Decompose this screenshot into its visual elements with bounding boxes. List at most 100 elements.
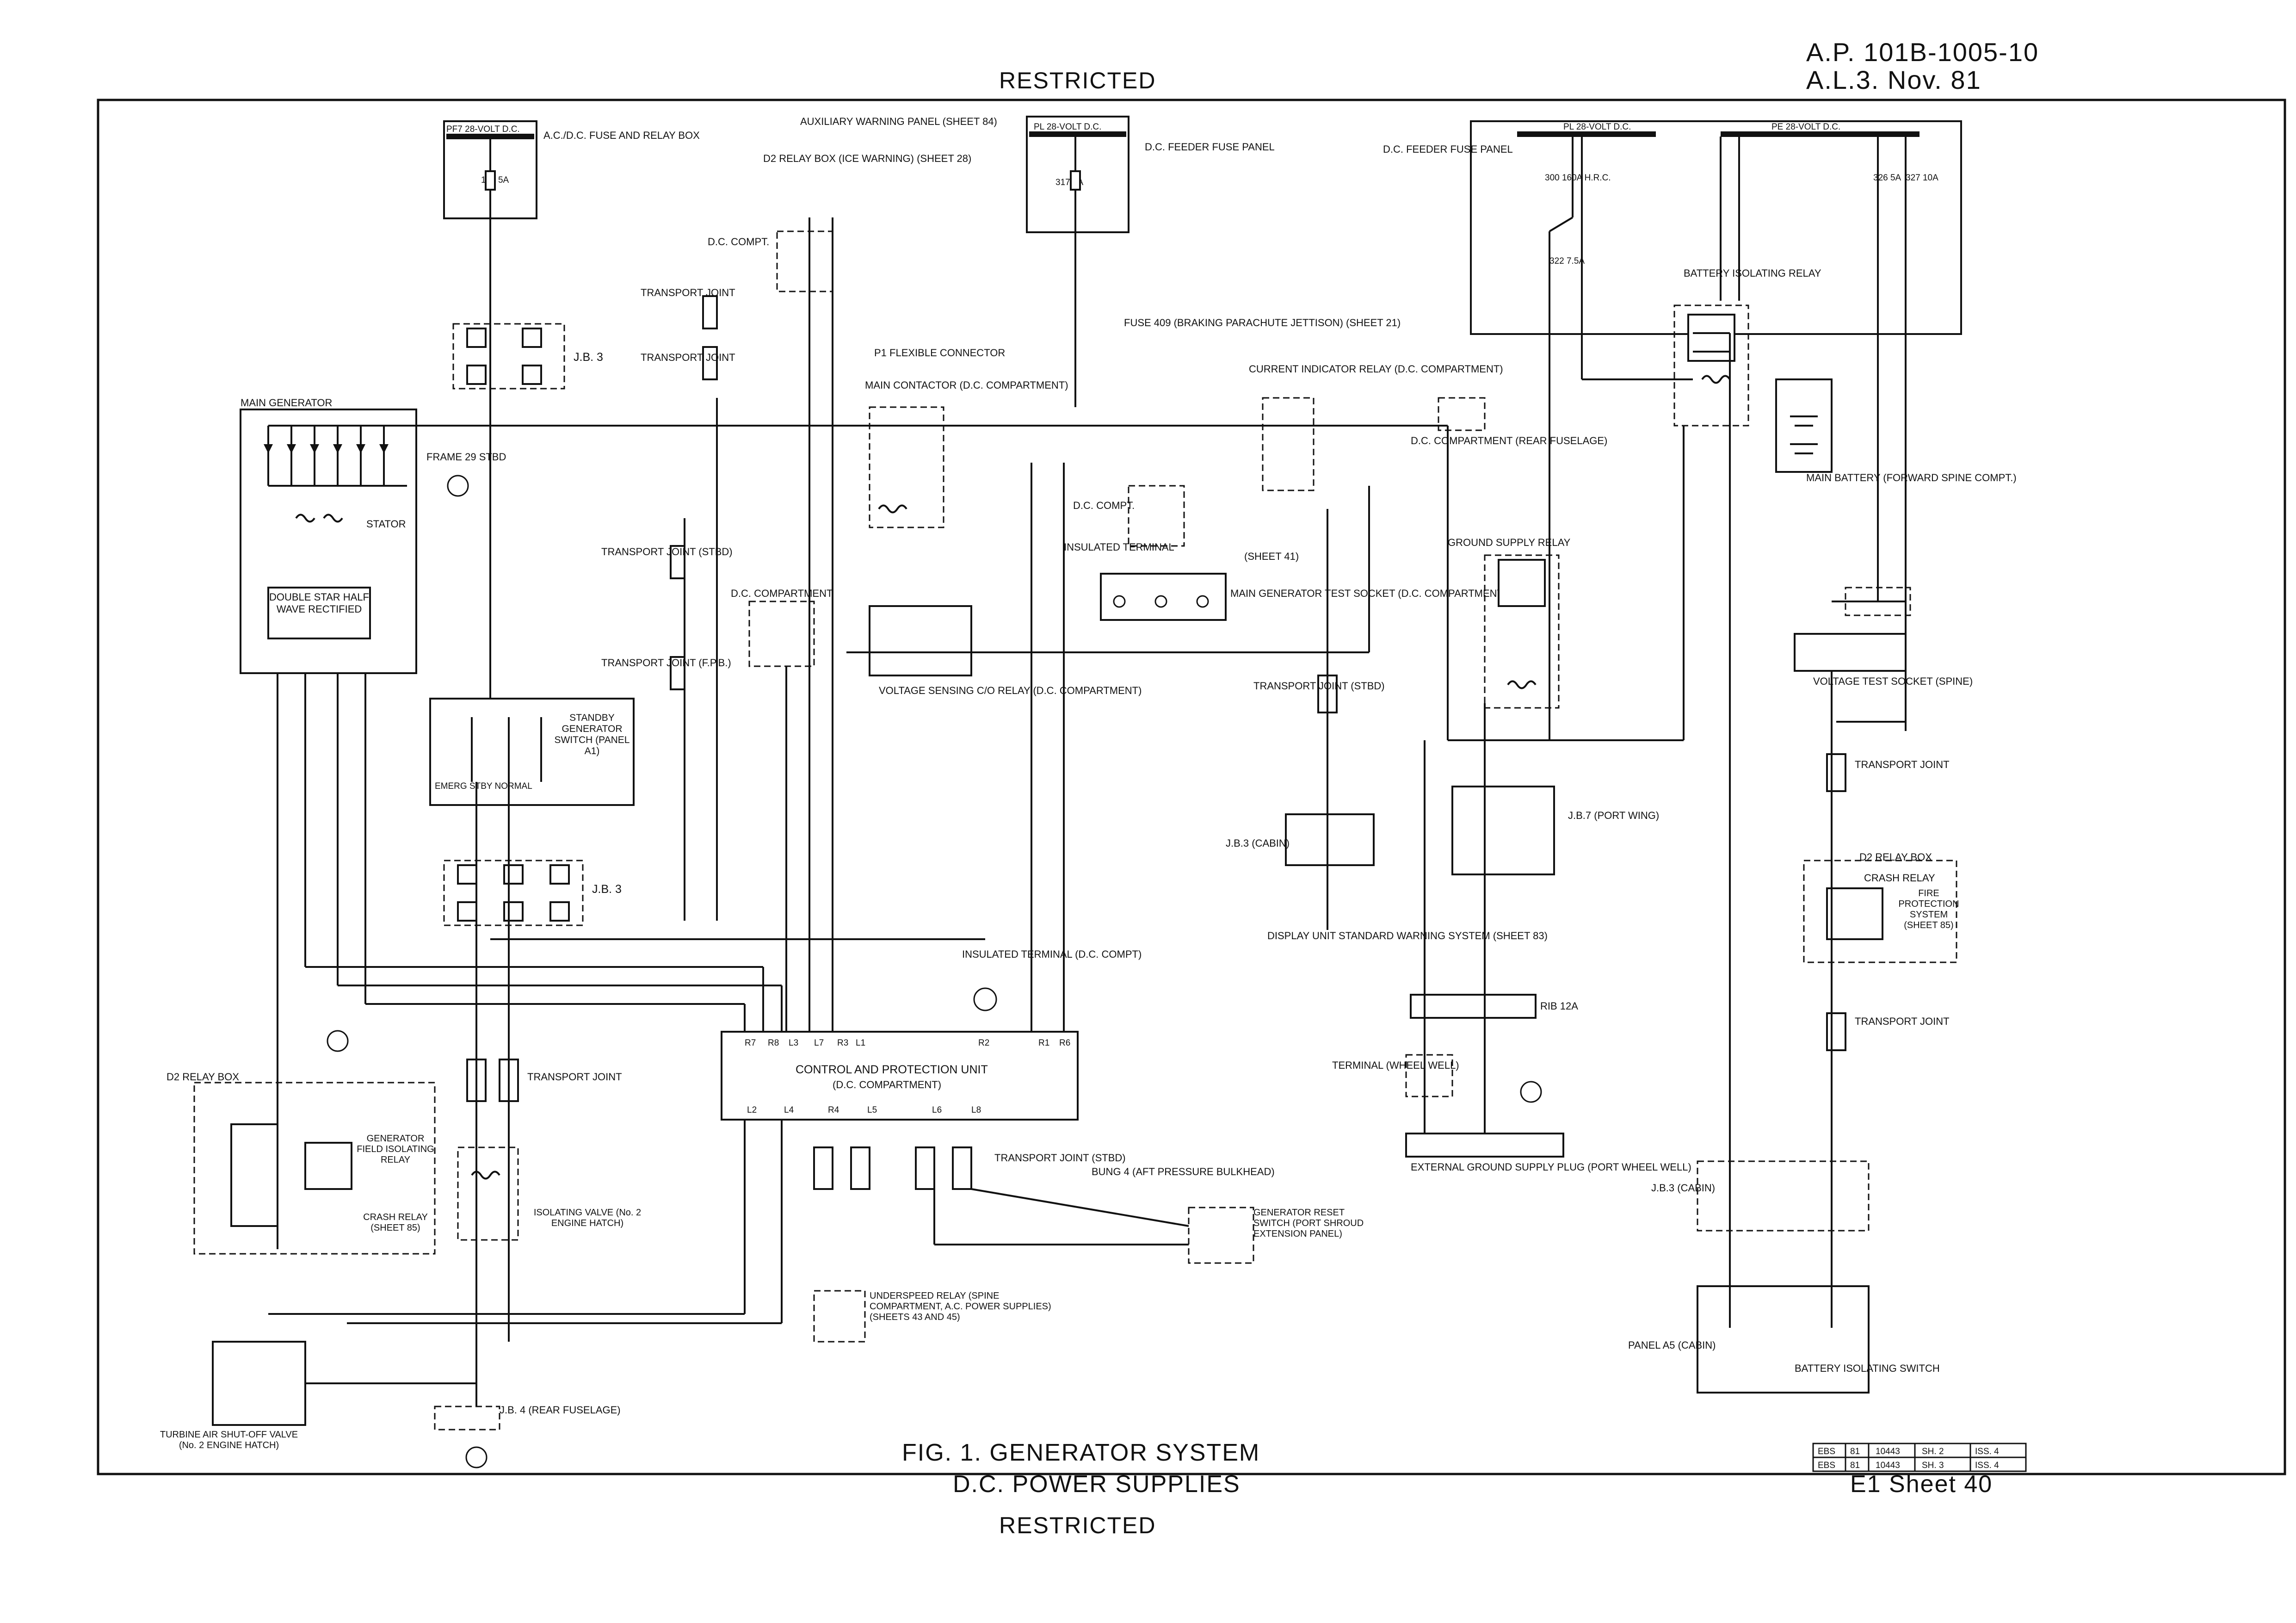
stator-label: STATOR	[366, 518, 406, 530]
rib-fuse-label: RIB 12A	[1540, 1000, 1578, 1012]
crash-relay-sheet-label: CRASH RELAY (SHEET 85)	[363, 1212, 428, 1233]
main-contactor: MAIN CONTACTOR (D.C. COMPARTMENT)	[865, 379, 1068, 528]
pf7-bus-panel: PF7 28-VOLT D.C. 130 5A A.C./D.C. FUSE A…	[443, 120, 700, 227]
ground-supply-relay-label: GROUND SUPPLY RELAY	[1448, 537, 1571, 548]
standby-generator-switch: STANDBY GENERATOR SWITCH (PANEL A1) EMER…	[429, 698, 635, 806]
jb3-cabin-right: J.B.3 (CABIN)	[1651, 1160, 1870, 1232]
fuse-326-label: 326 5A	[1873, 173, 1901, 183]
aux-warning-label: AUXILIARY WARNING PANEL (SHEET 84)	[800, 116, 997, 127]
issue-table: EBS 81 10443 SH. 2 ISS. 4 EBS 81 10443 S…	[1812, 1443, 2027, 1472]
jb7-label: J.B.7 (PORT WING)	[1568, 810, 1659, 821]
dc-feeder-left-label: D.C. FEEDER FUSE PANEL	[1145, 141, 1275, 153]
generator-reset-switch: GENERATOR RESET SWITCH (PORT SHROUD EXTE…	[1188, 1207, 1364, 1264]
issue-row2-c1: EBS	[1818, 1461, 1835, 1470]
jb3-cabin-right-label: J.B.3 (CABIN)	[1651, 1182, 1715, 1194]
issue-row1-c1: EBS	[1818, 1447, 1835, 1456]
jb3-lower-label: J.B. 3	[592, 883, 622, 896]
cpu-b-l8: L8	[971, 1105, 981, 1115]
dc-compartment-label: D.C. COMPARTMENT	[731, 588, 833, 599]
cpu-t-r1: R1	[1038, 1038, 1049, 1048]
panel-a5: PANEL A5 (CABIN) BATTERY ISOLATING SWITC…	[1628, 1285, 1940, 1394]
gen-field-relay-label: GENERATOR FIELD ISOLATING RELAY	[357, 1134, 434, 1165]
pf7-bus-label: PF7 28-VOLT D.C.	[446, 124, 520, 134]
issue-row2-c5: ISS. 4	[1975, 1461, 1999, 1470]
pt51-wire	[971, 1188, 1189, 1227]
crash-relay-label: CRASH RELAY	[1864, 872, 1935, 884]
cpu-b-l2: L2	[747, 1105, 757, 1115]
voltage-test-socket: VOLTAGE TEST SOCKET (SPINE)	[1794, 587, 1973, 687]
bung4-aft-label: BUNG 4 (AFT PRESSURE BULKHEAD)	[1092, 1166, 1275, 1177]
switch-positions-label: EMERG STBY NORMAL	[435, 781, 532, 791]
transport-joint-fpb-label: TRANSPORT JOINT (F.P.B.)	[601, 657, 731, 669]
fuse-300-label: 300 160A H.R.C.	[1545, 173, 1611, 183]
battery-isolating-relay-label: BATTERY ISOLATING RELAY	[1684, 267, 1821, 279]
d2-relay-box-left-label: D2 RELAY BOX	[167, 1071, 239, 1083]
dc-compt-408-label: D.C. COMPT.	[1073, 500, 1135, 511]
main-battery: MAIN BATTERY (FORWARD SPINE COMPT.)	[1775, 378, 2017, 483]
issue-row1-c2: 81	[1850, 1447, 1860, 1456]
cpu-t-l1: L1	[856, 1038, 865, 1048]
gen-reset-switch-label: GENERATOR RESET SWITCH (PORT SHROUD EXTE…	[1253, 1208, 1364, 1239]
cpu-b-l4: L4	[784, 1105, 794, 1115]
sheet-number: E1 Sheet 40	[1850, 1471, 1993, 1498]
pl-bus-left-panel: PL 28-VOLT D.C. 317 5A D.C. FEEDER FUSE …	[1026, 116, 1275, 233]
restricted-top: RESTRICTED	[999, 68, 1156, 93]
d2-relay-box-right: D2 RELAY BOX CRASH RELAY FIRE PROTECTION…	[1803, 851, 1959, 963]
insulated-terminal-dc-label: INSULATED TERMINAL (D.C. COMPT)	[962, 948, 1142, 960]
cpu-b-r4: R4	[828, 1105, 839, 1115]
fire-protection-label: FIRE PROTECTION SYSTEM (SHEET 85)	[1898, 888, 1959, 930]
voltage-sensing-relay: VOLTAGE SENSING C/O RELAY (D.C. COMPARTM…	[869, 605, 1142, 696]
issue-row2-c3: 10443	[1876, 1461, 1900, 1470]
d2-relay-ice-label: D2 RELAY BOX (ICE WARNING) (SHEET 28)	[763, 153, 971, 164]
pl-bus-left-label: PL 28-VOLT D.C.	[1034, 122, 1101, 132]
cpu-b-l5: L5	[867, 1105, 877, 1115]
rectifier-box	[267, 587, 371, 639]
cpu-t-r2: R2	[978, 1038, 989, 1048]
dc-comp-rear-label: D.C. COMPARTMENT (REAR FUSELAGE)	[1411, 435, 1607, 446]
pe-bus-label: PE 28-VOLT D.C.	[1771, 122, 1840, 132]
main-contactor-label: MAIN CONTACTOR (D.C. COMPARTMENT)	[865, 379, 1068, 391]
terminal-wheel-well	[1405, 1054, 1453, 1097]
transport-joints-ph: TRANSPORT JOINT	[466, 1059, 622, 1102]
transport-joint-ph-label: TRANSPORT JOINT	[527, 1071, 622, 1083]
transport-joint-stbd-label: TRANSPORT JOINT (STBD)	[601, 546, 733, 558]
figure-title: FIG. 1. GENERATOR SYSTEM	[902, 1439, 1260, 1466]
issue-row1-c3: 10443	[1876, 1447, 1900, 1456]
current-indicator-relay: CURRENT INDICATOR RELAY (D.C. COMPARTMEN…	[1244, 363, 1503, 562]
cpu-t-r8: R8	[768, 1038, 779, 1048]
jb4-label: J.B. 4 (REAR FUSELAGE)	[500, 1404, 621, 1416]
display-unit-label: DISPLAY UNIT STANDARD WARNING SYSTEM (SH…	[1267, 930, 1548, 942]
terminal-wheel-well-label: TERMINAL (WHEEL WELL)	[1332, 1059, 1459, 1071]
d2-relay-box-right-label: D2 RELAY BOX	[1859, 851, 1932, 863]
cpu-t-r6: R6	[1059, 1038, 1070, 1048]
transport-joint-pw22-label: TRANSPORT JOINT (STBD)	[1253, 680, 1385, 692]
dc-comp-rear-fuselage: D.C. COMPARTMENT (REAR FUSELAGE)	[1411, 397, 1607, 446]
cpu-t-l3: L3	[789, 1038, 798, 1048]
dc-feeder-right-label: D.C. FEEDER FUSE PANEL	[1383, 143, 1513, 155]
doc-amendment: A.L.3. Nov. 81	[1806, 65, 1981, 94]
restricted-bottom: RESTRICTED	[999, 1512, 1156, 1538]
transport-joint-we21	[1826, 1012, 1846, 1051]
figure-subtitle: D.C. POWER SUPPLIES	[953, 1471, 1241, 1498]
fuse-327-label: 327 10A	[1906, 173, 1938, 183]
turbine-valve-label: TURBINE AIR SHUT-OFF VALVE (No. 2 ENGINE…	[160, 1430, 298, 1450]
underspeed-relay-label: UNDERSPEED RELAY (SPINE COMPARTMENT, A.C…	[870, 1291, 1051, 1322]
dc-compt-fuse-411: D.C. COMPT.	[708, 230, 833, 292]
battery-isolating-relay: BATTERY ISOLATING RELAY	[1673, 267, 1821, 427]
dc-compartment-fuse-412: D.C. COMPARTMENT	[731, 588, 833, 667]
dc-compt-fuse-408: D.C. COMPT.	[1073, 485, 1185, 547]
pl-bus-right-label: PL 28-VOLT D.C.	[1563, 122, 1631, 132]
transport-joint-we21-label: TRANSPORT JOINT	[1855, 1016, 1950, 1027]
transport-joint-we2-label: TRANSPORT JOINT	[1855, 759, 1950, 770]
control-protection-unit: CONTROL AND PROTECTION UNIT (D.C. COMPAR…	[721, 1031, 1079, 1121]
frame-label: FRAME 29 STBD	[426, 451, 506, 463]
isolating-valve-label: ISOLATING VALVE (No. 2 ENGINE HATCH)	[533, 1208, 642, 1228]
cpu-t-l7: L7	[814, 1038, 824, 1048]
ground-supply-relay: GROUND SUPPLY RELAY	[1448, 537, 1571, 709]
dc-compt-label: D.C. COMPT.	[708, 236, 769, 248]
jb4: J.B. 4 (REAR FUSELAGE)	[434, 1404, 621, 1468]
insulated-terminal-label: INSULATED TERMINAL	[1064, 541, 1174, 553]
cpu-t-r3: R3	[837, 1038, 848, 1048]
cpu-b-l6: L6	[932, 1105, 942, 1115]
